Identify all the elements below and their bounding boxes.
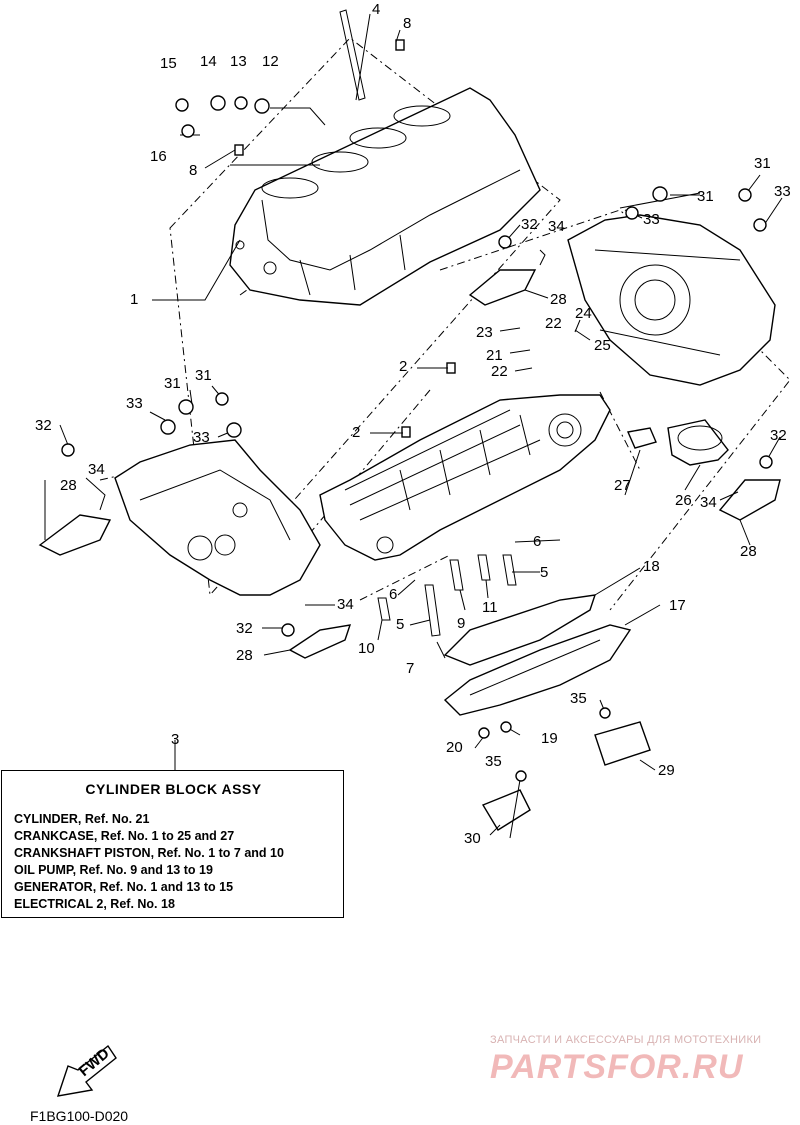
callout-9: 9 (457, 615, 465, 632)
callout-24: 24 (575, 305, 592, 322)
callout-16: 16 (150, 148, 167, 165)
fwd-arrow-icon: FWD (56, 1045, 117, 1097)
watermark-logo: PARTSFOR.RU (490, 1048, 744, 1086)
callout-30: 30 (464, 830, 481, 847)
left-cover (114, 439, 321, 596)
callout-32-bottom: 32 (236, 620, 253, 637)
callout-11: 11 (482, 599, 498, 616)
callout-2-lower: 2 (352, 424, 360, 441)
callout-28-top: 28 (550, 291, 567, 308)
callout-32-right: 32 (770, 427, 787, 444)
callout-33-top-right: 33 (774, 183, 791, 200)
callout-8-left: 8 (189, 162, 197, 179)
callout-6-left: 6 (389, 586, 397, 603)
mount-28-right (718, 479, 781, 521)
callout-28-left: 28 (60, 477, 77, 494)
assembly-line: CRANKCASE, Ref. No. 1 to 25 and 27 (14, 829, 235, 843)
mount-28-left (38, 514, 112, 556)
callout-33-right: 33 (643, 211, 660, 228)
callout-19: 19 (541, 730, 558, 747)
union-bolt (627, 427, 657, 449)
callout-15: 15 (160, 55, 177, 72)
right-cover (567, 214, 776, 386)
callout-21: 21 (486, 347, 503, 364)
callout-22-lower: 22 (491, 363, 508, 380)
assembly-line: CYLINDER, Ref. No. 21 (14, 812, 150, 826)
assembly-info-box: CYLINDER BLOCK ASSY CYLINDER, Ref. No. 2… (1, 770, 344, 918)
callout-31-left-b: 31 (195, 367, 212, 384)
callout-29: 29 (658, 762, 675, 779)
callout-1: 1 (130, 291, 138, 308)
callout-5-left: 5 (396, 616, 404, 633)
fasteners (61, 95, 773, 782)
callout-31-top-right: 31 (754, 155, 771, 172)
crank-bolts (377, 554, 517, 637)
mount-28-lower (288, 624, 352, 659)
callout-13: 13 (230, 53, 247, 70)
oil-filter (667, 419, 729, 466)
callout-31-left-a: 31 (164, 375, 181, 392)
callout-34-top: 34 (548, 218, 565, 235)
cylinder-block (229, 87, 541, 306)
callout-28-bottom: 28 (236, 647, 253, 664)
assembly-list: CYLINDER, Ref. No. 21 CRANKCASE, Ref. No… (14, 811, 284, 913)
callout-33-left-a: 33 (126, 395, 143, 412)
callout-33-left-b: 33 (193, 429, 210, 446)
callout-17: 17 (669, 597, 686, 614)
callout-12: 12 (262, 53, 279, 70)
callout-28-right: 28 (740, 543, 757, 560)
callout-5-right: 5 (540, 564, 548, 581)
callout-7: 7 (406, 660, 414, 677)
mount-29 (594, 721, 651, 766)
diagram-code: F1BG100-D020 (30, 1108, 129, 1124)
assembly-line: CRANKSHAFT PISTON, Ref. No. 1 to 7 and 1… (14, 846, 284, 860)
dowel-pins (234, 39, 456, 438)
assembly-line: ELECTRICAL 2, Ref. No. 18 (14, 897, 175, 911)
callout-22-top: 22 (545, 315, 562, 332)
oil-pan (443, 624, 632, 716)
callout-18: 18 (643, 558, 660, 575)
callout-34-left: 34 (88, 461, 105, 478)
leader-lines (44, 13, 783, 839)
assembly-title: CYLINDER BLOCK ASSY (85, 781, 262, 797)
watermark-caption: ЗАПЧАСТИ И АКСЕССУАРЫ ДЛЯ МОТОТЕХНИКИ (490, 1034, 762, 1046)
callout-35-bottom: 35 (485, 753, 502, 770)
callout-25: 25 (594, 337, 611, 354)
crankcase (319, 394, 611, 561)
long-stud (339, 9, 366, 101)
callout-20: 20 (446, 739, 463, 756)
callout-8-top: 8 (403, 15, 411, 32)
callout-3: 3 (171, 731, 179, 748)
callout-34-bottom: 34 (337, 596, 354, 613)
callout-23: 23 (476, 324, 493, 341)
callout-32-left: 32 (35, 417, 52, 434)
callout-34-right: 34 (700, 494, 717, 511)
callout-14: 14 (200, 53, 217, 70)
callout-32-top: 32 (521, 216, 538, 233)
callout-2-upper: 2 (399, 358, 407, 375)
callout-27: 27 (614, 477, 631, 494)
callout-10: 10 (358, 640, 375, 657)
assembly-line: GENERATOR, Ref. No. 1 and 13 to 15 (14, 880, 234, 894)
mount-28-top (468, 269, 537, 306)
gasket (443, 594, 597, 666)
callout-labels: 4 8 15 14 13 12 16 8 31 31 33 33 32 34 2… (35, 1, 791, 847)
callout-6-right: 6 (533, 533, 541, 550)
assembly-line: OIL PUMP, Ref. No. 9 and 13 to 19 (14, 863, 213, 877)
callout-35-right: 35 (570, 690, 587, 707)
callout-31-right: 31 (697, 188, 714, 205)
callout-4: 4 (372, 1, 380, 18)
callout-26: 26 (675, 492, 692, 509)
mount-30 (481, 789, 531, 831)
